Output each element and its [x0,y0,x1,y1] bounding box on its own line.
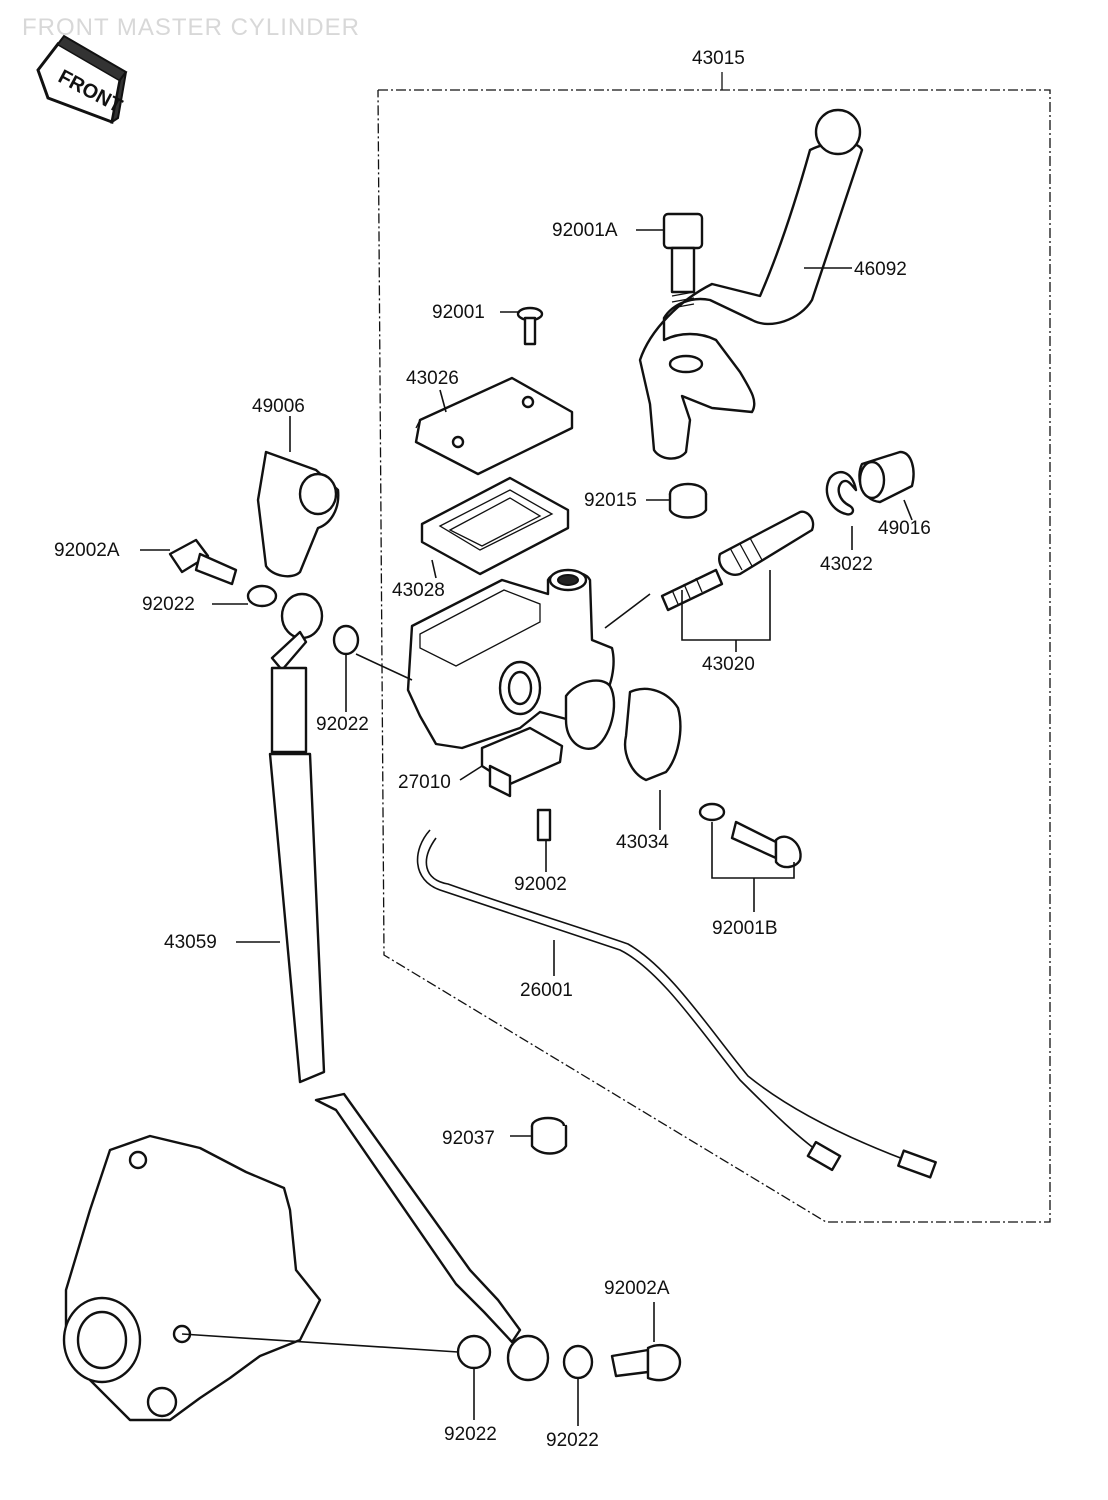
leader-lines [140,229,913,1426]
label-43028: 43028 [392,580,445,601]
reservoir-cap [414,376,574,476]
label-92022-left: 92022 [142,594,195,615]
diagram-title: FRONT MASTER CYLINDER [22,14,360,41]
brake-switch [480,726,564,842]
label-49006: 49006 [252,396,305,417]
pivot-bolt [662,212,704,309]
brake-lever [638,108,864,460]
clamp [564,679,682,782]
label-43034: 43034 [616,832,669,853]
label-92002A-left: 92002A [54,540,120,561]
banjo-bolt-right [610,1343,682,1382]
assembly-outline [377,72,1051,1223]
circlip [825,470,858,516]
label-26001: 26001 [520,980,573,1001]
banjo-boot [256,450,340,578]
brake-hose [268,592,550,1382]
washer-bottom-1 [456,1334,492,1370]
brake-caliper [62,1134,322,1422]
switch-wire [416,829,937,1179]
label-49016: 49016 [878,518,931,539]
washer-bottom-2 [562,1344,594,1380]
label-43020: 43020 [702,654,755,675]
banjo-bolt [698,802,802,869]
cap-screw [516,306,544,346]
label-92001B: 92001B [712,918,778,939]
label-92001: 92001 [432,302,485,323]
nut [668,482,708,519]
label-92022-bottom-1: 92022 [444,1424,497,1445]
diaphragm [420,476,570,576]
banjo-bolt-left [168,538,238,586]
piston-assembly [660,510,815,612]
label-43022: 43022 [820,554,873,575]
master-cylinder-body [406,568,615,750]
label-43026: 43026 [406,368,459,389]
part-labels: 43015 92001A 46092 92001 43026 49006 920… [54,48,931,1451]
dust-boot [858,450,915,504]
label-92002: 92002 [514,874,567,895]
washer-left [246,584,278,608]
label-92022-bottom-2: 92022 [546,1430,599,1451]
label-46092: 46092 [854,259,907,280]
label-43059: 43059 [164,932,217,953]
label-92015: 92015 [584,490,637,511]
washer-mid [332,624,360,656]
label-92037: 92037 [442,1128,495,1149]
label-92001A: 92001A [552,220,618,241]
label-92002A-right: 92002A [604,1278,670,1299]
label-92022-mid: 92022 [316,714,369,735]
front-arrow-icon: FRONT [36,34,128,125]
label-27010: 27010 [398,772,451,793]
label-43015: 43015 [692,48,745,69]
grommet [530,1116,568,1155]
